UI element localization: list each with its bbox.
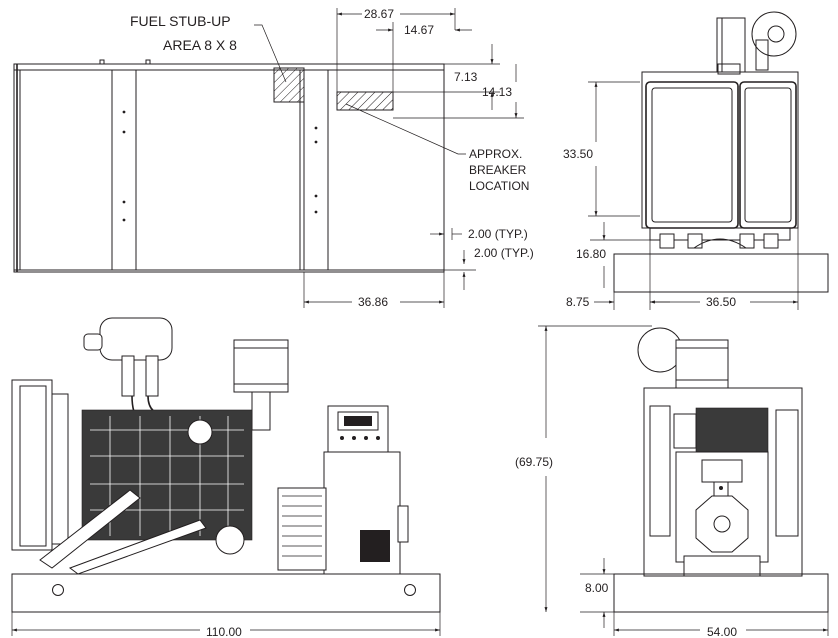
dim-36-86: 36.86 (358, 295, 388, 309)
dim-2-00-a: 2.00 (TYP.) (468, 227, 528, 241)
enclosure-top-outline (13, 63, 445, 273)
enclosure-end-outline (641, 71, 799, 229)
dim-8-00: 8.00 (585, 581, 609, 595)
dim-28-67: 28.67 (364, 7, 394, 21)
fuel-stub-label-line2: AREA 8 X 8 (163, 37, 237, 53)
air-cleaner-tank (99, 317, 173, 361)
end-view-bottom: (69.75) 8.00 54.00 (515, 325, 829, 638)
side-skid (11, 573, 441, 613)
top-view: FUEL STUB-UP AREA 8 X 8 APPROX. BREAKER … (13, 7, 534, 309)
dim-14-67: 14.67 (404, 23, 434, 37)
breaker-location-area (336, 91, 394, 111)
dim-69-75: (69.75) (515, 455, 553, 469)
door-post-left (111, 69, 137, 271)
end-top-skid (613, 253, 829, 293)
breaker-label-line1: APPROX. (469, 147, 522, 161)
dim-33-50: 33.50 (563, 147, 593, 161)
side-view: 110.00 (11, 317, 441, 638)
door-post-right (303, 69, 329, 271)
dim-7-13: 7.13 (454, 70, 478, 84)
dim-2-00-b: 2.00 (TYP.) (474, 246, 534, 260)
fuel-stub-label-line1: FUEL STUB-UP (130, 13, 231, 29)
dim-14-13: 14.13 (482, 85, 512, 99)
dim-110-00: 110.00 (206, 625, 242, 638)
end-view-top: 33.50 16.80 8.75 36.50 (563, 11, 829, 310)
end-bottom-skid (613, 573, 829, 613)
dim-54-00: 54.00 (707, 625, 737, 638)
fuel-stub-up-area (273, 67, 305, 103)
dim-36-50: 36.50 (706, 295, 736, 309)
breaker-label-line3: LOCATION (469, 179, 529, 193)
dim-8-75: 8.75 (566, 295, 590, 309)
breaker-label-line2: BREAKER (469, 163, 527, 177)
air-intake-filter (233, 339, 289, 393)
dim-16-80: 16.80 (576, 247, 606, 261)
